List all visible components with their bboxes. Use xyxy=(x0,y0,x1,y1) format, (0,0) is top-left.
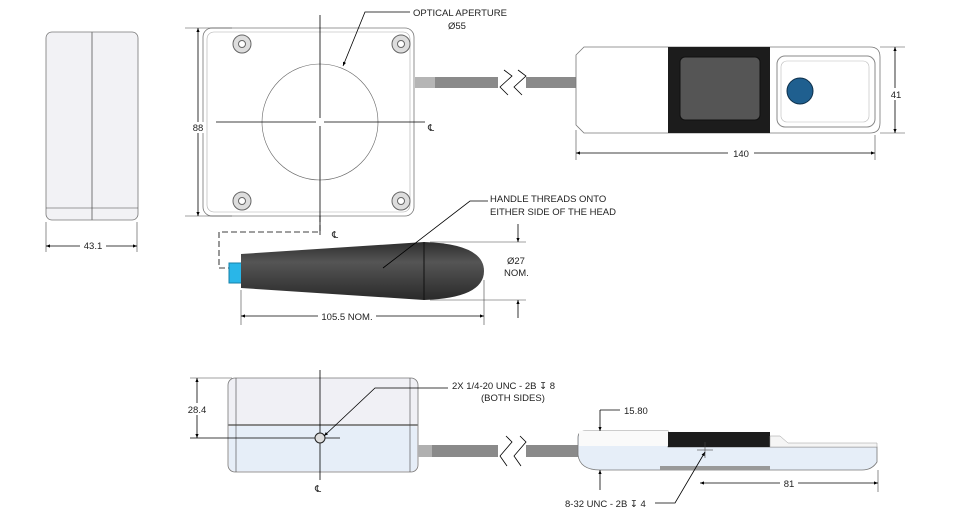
handle-view: ℄ HANDLE THREADS ONTO EITHER SIDE OF THE… xyxy=(218,194,616,325)
device-offset-dim: 81 xyxy=(784,479,795,490)
handle-dia-nom: NOM. xyxy=(504,268,529,279)
device-thickness-dim: 15.80 xyxy=(624,406,648,417)
handle-dia-dim: Ø27 xyxy=(507,256,525,267)
screw-holes xyxy=(232,34,411,211)
aperture-leader xyxy=(342,11,410,67)
handle-length-dim: 105.5 NOM. xyxy=(321,312,372,323)
device-length-dim: 140 xyxy=(733,149,749,160)
break-symbol xyxy=(499,69,513,96)
front-height-dim: 28.4 xyxy=(188,405,207,416)
aperture-dim: Ø55 xyxy=(448,21,466,32)
device-thread-note: 8-32 UNC - 2B ↧ 4 xyxy=(565,499,646,510)
device-side-view: 15.80 81 8-32 UNC - 2B ↧ 4 xyxy=(565,406,879,510)
side-view: 43.1 xyxy=(45,31,139,252)
device-height-dim: 41 xyxy=(891,90,902,101)
handle-centerline-symbol: ℄ xyxy=(331,230,339,241)
side-width-dim: 43.1 xyxy=(84,241,103,252)
front-view: ℄ 28.4 2X 1/4-20 UNC - 2B ↧ 8 (BOTH SIDE… xyxy=(188,370,555,495)
handle-note-2: EITHER SIDE OF THE HEAD xyxy=(490,207,616,218)
handle-body xyxy=(241,242,484,300)
front-centerline-symbol: ℄ xyxy=(314,484,322,495)
handle-leader xyxy=(382,200,488,269)
connector xyxy=(228,262,243,284)
button xyxy=(786,77,814,105)
cable-bottom xyxy=(418,435,580,467)
cable-top xyxy=(415,69,576,96)
aperture-label: OPTICAL APERTURE xyxy=(413,8,507,19)
head-height-dim: 88 xyxy=(193,123,204,134)
handle-path-dashed xyxy=(218,216,321,269)
thread-hole xyxy=(314,432,326,444)
front-thread-note: 2X 1/4-20 UNC - 2B ↧ 8 xyxy=(452,381,555,392)
top-view: ℄ 88 OPTICAL APERTURE Ø55 xyxy=(185,8,507,235)
handle-note-1: HANDLE THREADS ONTO xyxy=(490,194,606,205)
centerline-symbol: ℄ xyxy=(427,123,435,134)
screen xyxy=(679,56,761,121)
front-thread-sub: (BOTH SIDES) xyxy=(481,393,545,404)
device-top-view: 41 140 xyxy=(575,46,905,160)
